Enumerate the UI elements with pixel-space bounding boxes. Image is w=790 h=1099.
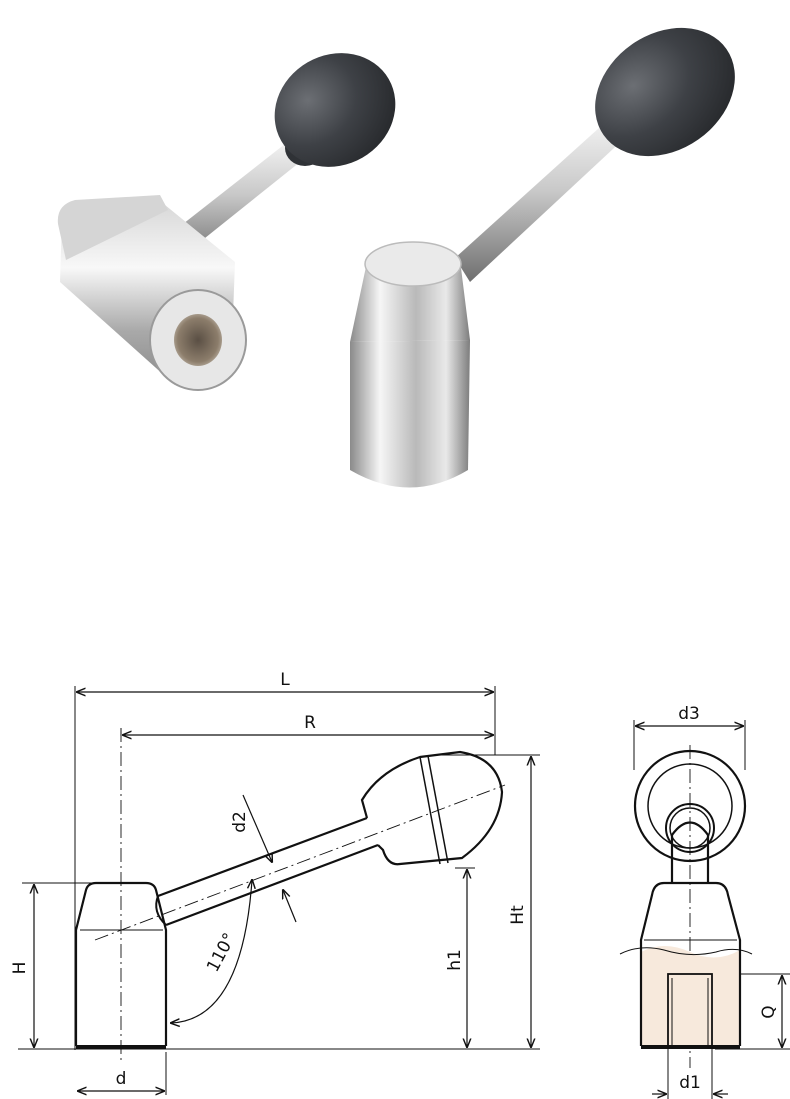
label-d1: d1 [679, 1073, 701, 1093]
front-rod [670, 821, 710, 883]
knob-line-2 [427, 755, 449, 864]
body-right-top [364, 241, 462, 287]
rod-bottom-edge [165, 843, 379, 927]
front-view: d3 Q d1 [619, 704, 790, 1099]
dim-arrow-d2-bottom [283, 890, 297, 923]
label-Ht: Ht [508, 905, 528, 925]
front-body [639, 881, 742, 1046]
rod-fillet [155, 895, 167, 926]
label-d2: d2 [230, 811, 250, 833]
label-L: L [280, 670, 290, 690]
thread-hole [174, 314, 222, 366]
label-d3: d3 [678, 704, 700, 724]
label-Q: Q [759, 1005, 779, 1018]
handle-photo-right [350, 27, 735, 488]
dim-arc-angle [171, 880, 252, 1023]
knob-left [274, 53, 396, 167]
rod-top-edge [157, 816, 368, 898]
front-rod-ring-inner [669, 807, 711, 849]
dim-arrow-d2-top [242, 794, 272, 862]
label-d: d [116, 1069, 127, 1089]
insert-section-fill [641, 946, 740, 1047]
label-H: H [10, 962, 30, 975]
knob-right [595, 27, 735, 157]
front-rod-ring-outer [665, 803, 715, 853]
product-photo [57, 27, 735, 488]
knob-line-1 [419, 756, 441, 865]
body-right-cylinder [350, 340, 470, 488]
front-knob-outer [633, 749, 747, 863]
technical-drawing: L R d2 110° H h1 Ht d [10, 670, 790, 1099]
body-left-chamfer [57, 195, 168, 260]
base-body [74, 881, 168, 1046]
rod-right [455, 118, 628, 282]
side-view: L R d2 110° H h1 Ht d [10, 670, 540, 1095]
section-break-line [619, 947, 753, 956]
knob-outline [360, 750, 504, 866]
label-h1: h1 [445, 949, 465, 971]
threaded-hole [667, 973, 713, 1048]
centerline-rod [94, 784, 506, 941]
label-R: R [304, 713, 316, 733]
handle-photo-left [57, 53, 396, 391]
